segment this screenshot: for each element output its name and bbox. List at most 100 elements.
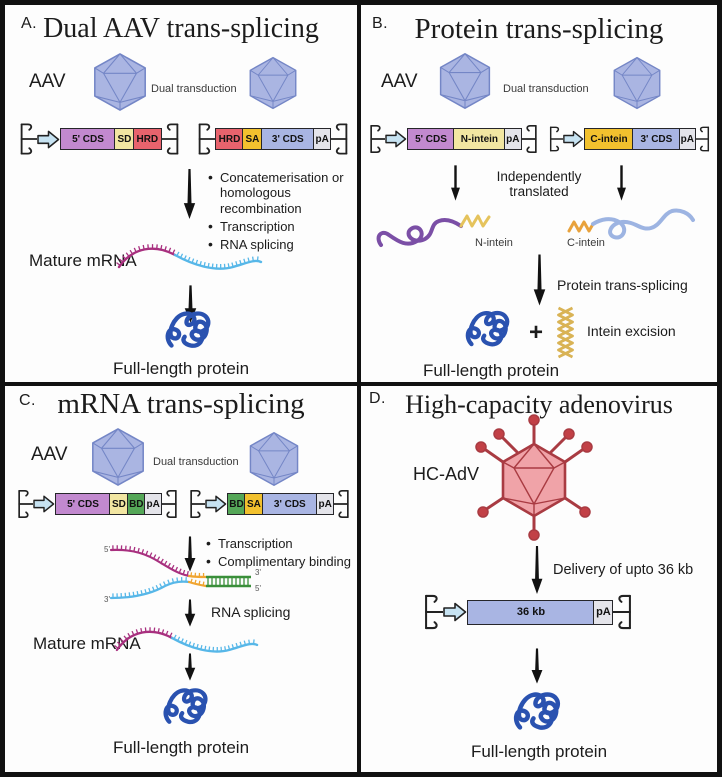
down-arrow-icon [615, 165, 628, 201]
segment-3cds: 3' CDS [632, 128, 681, 150]
segment-hrd: HRD [215, 128, 244, 150]
aav-capsid-icon [609, 55, 665, 111]
step: Transcription [207, 218, 357, 235]
panel-b-letter: B. [372, 15, 389, 32]
down-arrow-icon [181, 169, 198, 219]
process-steps: Transcription Complimentary binding [205, 535, 357, 573]
mature-mrna-label: Mature mRNA [33, 634, 141, 653]
panel-c-letter: C. [19, 392, 36, 409]
rna-binding-diagram: 5' 3' 3' 5' [104, 545, 261, 604]
full-length-protein-icon [159, 682, 214, 734]
segment-n-intein: N-intein [453, 128, 506, 150]
dual-transduction-label: Dual transduction [503, 83, 589, 95]
construct-5prime-vector: 5' CDS SD BD pA [15, 480, 180, 528]
promoter-arrow-icon [33, 494, 55, 514]
segment-c-intein: C-intein [584, 128, 634, 150]
intein-excision-label: Intein excision [587, 323, 676, 339]
mature-mrna-label: Mature mRNA [29, 251, 137, 270]
itr-right-icon [334, 481, 352, 527]
construct-c-intein-vector: C-intein 3' CDS pA [547, 115, 712, 163]
down-arrow-icon [182, 652, 198, 682]
panel-a: A. Dual AAV trans-splicing AAV Dual tran… [5, 5, 361, 386]
prime-label: 5' [104, 545, 110, 554]
down-arrow-icon [529, 646, 545, 686]
intein-excision-icon [553, 305, 578, 361]
construct-n-intein-vector: 5' CDS N-intein pA [367, 115, 540, 163]
panel-d: D. High-capacity adenovirus HC-AdV Deliv… [361, 386, 717, 772]
panel-b: B. Protein trans-splicing AAV Dual trans… [361, 5, 717, 386]
itr-left-icon [367, 116, 385, 162]
promoter-arrow-icon [563, 129, 584, 149]
aav-capsid-icon [89, 51, 151, 113]
itr-right-icon [522, 116, 540, 162]
segment-pa: pA [313, 128, 332, 150]
construct-hc-adv-genome: 36 kb pA [421, 588, 635, 636]
panel-c-title: mRNA trans-splicing [57, 388, 305, 420]
aav-capsid-icon [435, 51, 495, 111]
segment-3cds: 3' CDS [261, 493, 318, 515]
segment-sa: SA [242, 128, 263, 150]
full-length-protein-label: Full-length protein [470, 742, 608, 761]
segment-sa: SA [244, 493, 264, 515]
full-length-protein-icon [461, 305, 516, 356]
segment-5cds: 5' CDS [55, 493, 111, 515]
segment-hrd: HRD [132, 128, 162, 150]
itr-right-icon [331, 115, 351, 163]
rna-splicing-label: RNA splicing [211, 604, 291, 620]
panel-a-title: Dual AAV trans-splicing [43, 13, 319, 44]
segment-bd: BD [227, 493, 246, 515]
mature-mrna-icon [116, 244, 263, 270]
prime-label: 3' [255, 568, 261, 577]
step: Transcription [205, 535, 357, 552]
panel-d-letter: D. [369, 390, 386, 407]
down-arrow-icon [529, 546, 545, 594]
full-length-protein-icon [509, 686, 567, 740]
itr-right-icon [696, 116, 712, 162]
aav-capsid-icon [87, 426, 149, 488]
segment-pa: pA [144, 493, 163, 515]
adenovirus-icon [471, 410, 597, 542]
itr-left-icon [195, 115, 215, 163]
panel-a-letter: A. [21, 15, 38, 32]
panel-c: C. mRNA trans-splicing AAV Dual transduc… [5, 386, 361, 772]
full-length-protein-label: Full-length protein [112, 359, 250, 378]
down-arrow-icon [531, 253, 548, 307]
full-length-protein-label: Full-length protein [422, 361, 560, 380]
step: RNA splicing [207, 236, 357, 253]
delivery-label: Delivery of upto 36 kb [553, 562, 694, 578]
promoter-arrow-icon [443, 601, 467, 623]
mature-mrna-icon [114, 627, 259, 653]
prime-label: 3' [104, 595, 110, 604]
aav-label: AAV [29, 71, 66, 92]
segment-bd: BD [126, 493, 146, 515]
segment-pa: pA [593, 599, 614, 625]
itr-right-icon [162, 481, 180, 527]
protein-trans-splicing-label: Protein trans-splicing [557, 277, 688, 293]
step: Complimentary binding [205, 553, 357, 570]
panel-d-title: High-capacity adenovirus [405, 390, 673, 419]
segment-36kb: 36 kb [467, 599, 595, 625]
itr-right-icon [162, 115, 182, 163]
segment-5cds: 5' CDS [60, 128, 116, 150]
itr-left-icon [547, 116, 563, 162]
itr-left-icon [421, 588, 443, 636]
full-length-protein-label: Full-length protein [112, 738, 250, 757]
segment-5cds: 5' CDS [407, 128, 455, 150]
aav-capsid-icon [245, 55, 301, 111]
construct-3prime-vector: HRD SA 3' CDS pA [195, 115, 351, 163]
independently-translated-label: Independently translated [496, 169, 582, 199]
itr-left-icon [187, 481, 205, 527]
itr-right-icon [613, 588, 635, 636]
aav-label: AAV [381, 71, 418, 92]
prime-label: 5' [255, 584, 261, 593]
segment-sd: SD [109, 493, 129, 515]
promoter-arrow-icon [37, 129, 60, 150]
c-intein-label: C-intein [567, 237, 605, 249]
segment-pa: pA [316, 493, 335, 515]
itr-left-icon [17, 115, 37, 163]
promoter-arrow-icon [385, 129, 407, 149]
promoter-arrow-icon [205, 494, 227, 514]
segment-3cds: 3' CDS [260, 128, 315, 150]
full-length-protein-icon [161, 305, 217, 358]
